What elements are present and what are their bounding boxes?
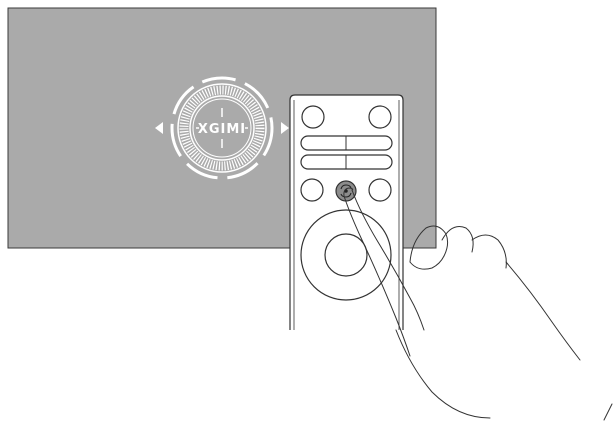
dial-inner-ring: [189, 95, 255, 161]
hand-index-finger-lower: [343, 195, 411, 357]
hand-fingertip: [343, 187, 354, 197]
hand-knuckle-one: [409, 225, 449, 263]
left-arrow-icon: [155, 122, 163, 134]
dial-tick-ring: [179, 85, 265, 171]
hand-back: [505, 261, 581, 361]
remote-right-button[interactable]: [368, 178, 392, 202]
dial-outer-dashed-ring: [170, 76, 274, 180]
hand-index-finger: [351, 189, 425, 331]
focus-dial: XGIMI: [155, 76, 289, 180]
remote-top-right-button[interactable]: [368, 105, 392, 129]
hand-wrist: [603, 403, 613, 421]
remote-power-button[interactable]: [301, 105, 325, 129]
remote-control: [289, 94, 404, 330]
right-arrow-icon: [281, 122, 289, 134]
remote-ok-button[interactable]: [324, 233, 368, 277]
dial-logo-text: XGIMI: [198, 122, 246, 137]
dial-center-ring: [192, 98, 252, 158]
remote-left-button[interactable]: [300, 178, 324, 202]
dial-outer-ring: [177, 83, 267, 173]
hand-knuckle-join: [409, 255, 445, 270]
focus-swirl-icon: [340, 184, 352, 198]
hand-illustration: [343, 187, 613, 421]
hand-palm-edge: [395, 329, 491, 419]
hand-knuckle-three: [471, 234, 507, 269]
hand-knuckle-two: [441, 226, 474, 253]
